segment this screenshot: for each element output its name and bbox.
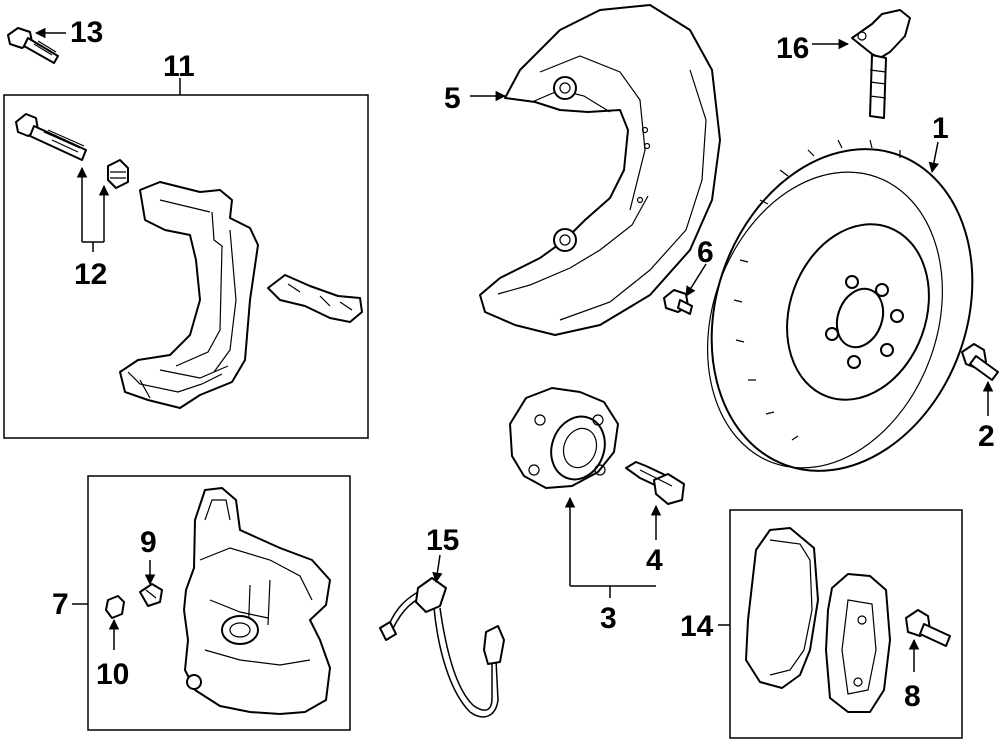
guide-bolt-12 bbox=[15, 113, 87, 161]
brake-rotor-1 bbox=[707, 139, 974, 472]
bleeder-cap-10 bbox=[105, 595, 125, 619]
abs-sensor-16 bbox=[851, 9, 911, 119]
bleeder-screw-9 bbox=[139, 583, 163, 607]
callout-11: 11 bbox=[163, 50, 195, 83]
callout-10: 10 bbox=[96, 658, 129, 691]
brake-caliper-7 bbox=[183, 487, 331, 715]
pad-clip-11 bbox=[267, 274, 363, 323]
callout-16: 16 bbox=[776, 32, 809, 65]
callout-12: 12 bbox=[74, 258, 107, 291]
callout-6: 6 bbox=[697, 236, 714, 269]
bolt-13 bbox=[7, 27, 59, 64]
pad-bolt-8 bbox=[905, 609, 951, 647]
brake-hose-15 bbox=[379, 577, 505, 718]
callout-1: 1 bbox=[932, 112, 949, 145]
callout-13: 13 bbox=[70, 16, 103, 49]
callout-4: 4 bbox=[646, 544, 663, 577]
callout-14: 14 bbox=[680, 610, 714, 643]
caliper-group-box bbox=[87, 475, 351, 731]
callout-3: 3 bbox=[600, 602, 617, 635]
hub-bolt-4 bbox=[625, 461, 685, 505]
callout-2: 2 bbox=[978, 420, 995, 453]
callout-7: 7 bbox=[52, 588, 69, 621]
splash-shield-5 bbox=[479, 4, 721, 336]
callout-15: 15 bbox=[426, 524, 459, 557]
pad-kit-group-box bbox=[729, 509, 963, 739]
shield-bolt-6 bbox=[663, 289, 693, 315]
hub-bearing-3 bbox=[509, 387, 619, 489]
rotor-screw-2 bbox=[961, 343, 999, 381]
guide-bushing-12 bbox=[107, 159, 129, 189]
brake-pads-14 bbox=[745, 527, 891, 713]
caliper-bracket-group-box bbox=[3, 94, 369, 439]
callout-9: 9 bbox=[140, 526, 157, 559]
caliper-bracket-11 bbox=[119, 181, 259, 409]
callout-5: 5 bbox=[444, 82, 461, 115]
callout-8: 8 bbox=[904, 680, 921, 713]
leader-lines bbox=[34, 27, 994, 672]
